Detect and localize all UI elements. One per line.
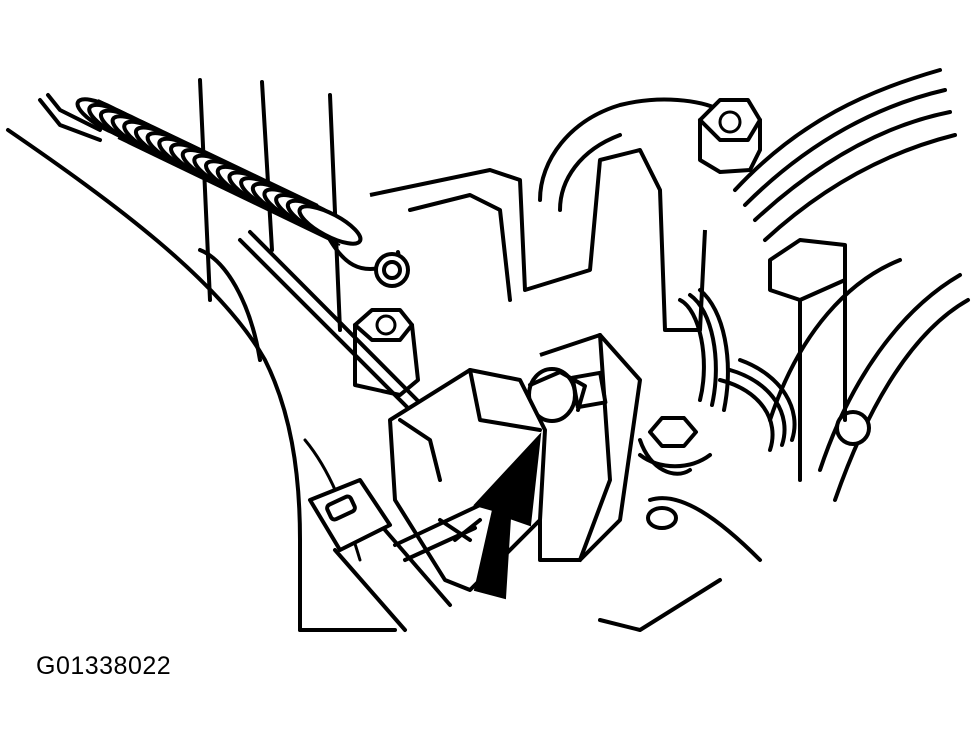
spring-hook-wire [38, 93, 102, 142]
figure-code: G01338022 [36, 652, 172, 680]
indicator-arrow [473, 432, 542, 600]
spring-edge [117, 137, 341, 246]
hex-bolt-middle [353, 308, 420, 397]
retaining-clip [598, 438, 762, 632]
upper-bracket [369, 97, 722, 332]
return-spring [75, 97, 363, 246]
housing-casting [6, 78, 397, 632]
spring-edge [97, 99, 319, 206]
brake-cable [308, 478, 482, 632]
spring-coil [297, 204, 363, 246]
hex-bolt-lower [638, 416, 712, 469]
coil-section [678, 288, 797, 452]
hex-bolt-upper [698, 98, 762, 174]
pulley-drum [733, 68, 970, 502]
